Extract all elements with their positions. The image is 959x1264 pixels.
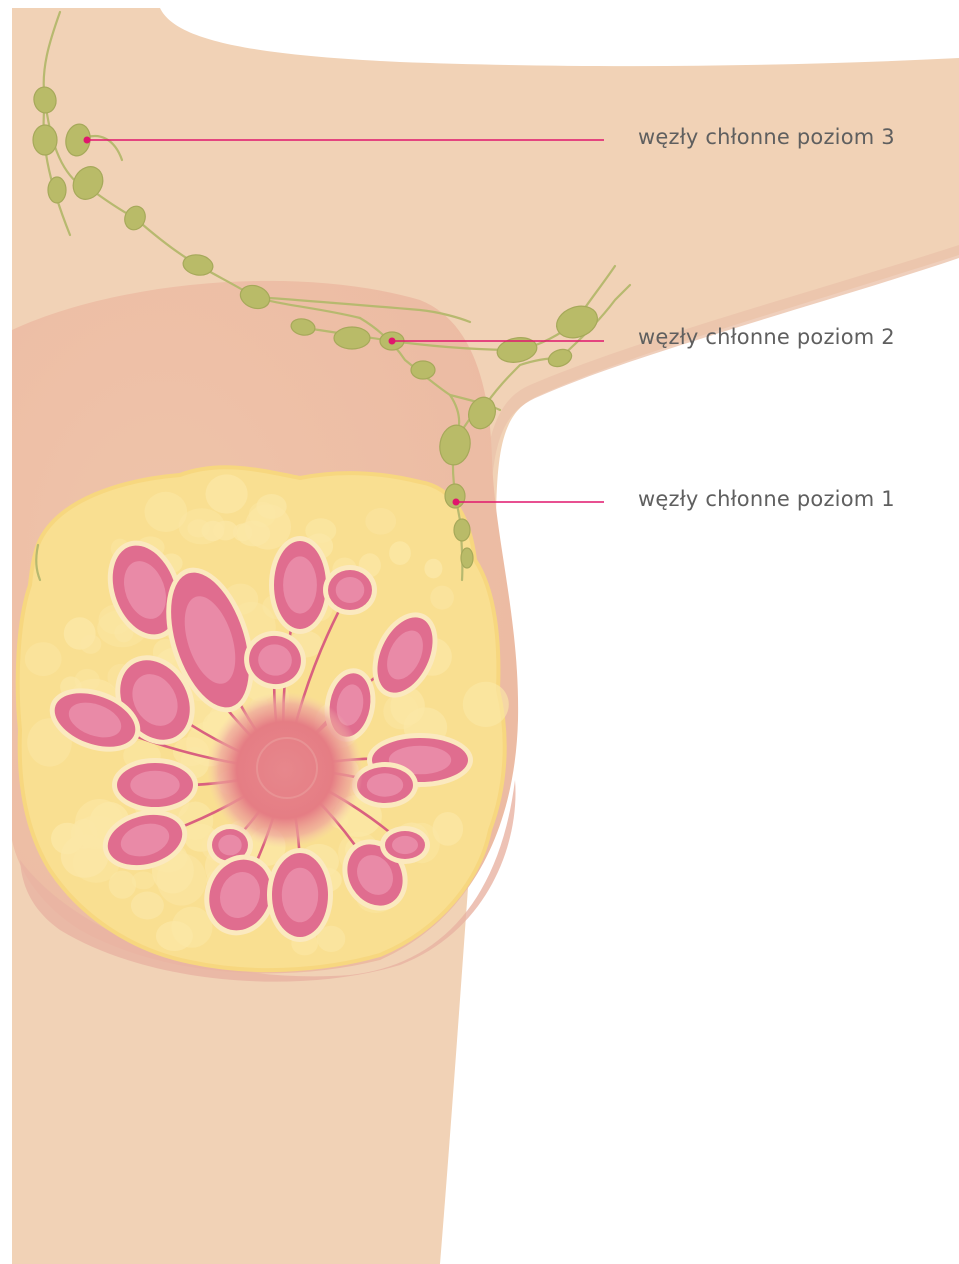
lymph-node [48,177,66,203]
fat-lobule [206,474,248,513]
fat-lobule [131,892,164,920]
lobule-highlight [283,556,317,613]
label-lymph-nodes-level-3: węzły chłonne poziom 3 [638,127,895,148]
fat-lobule [430,586,454,610]
fat-lobule [25,642,62,676]
fat-lobule [424,559,442,579]
fat-lobule [389,541,411,565]
areola [207,692,363,848]
lymph-node [454,519,470,541]
fat-lobule [145,492,188,532]
label-lymph-nodes-level-1: węzły chłonne poziom 1 [638,489,895,510]
fat-lobule [463,682,509,727]
lobule-highlight [130,771,179,800]
fat-lobule [256,494,286,519]
lymph-node [461,548,473,568]
lobule-highlight [367,773,403,796]
fat-lobule [187,519,210,537]
fat-lobule [109,871,136,899]
label-lymph-nodes-level-2: węzły chłonne poziom 2 [638,327,895,348]
lymph-node [334,327,370,349]
lymph-node [411,361,435,379]
fat-lobule [80,635,101,654]
lobule-highlight [392,836,418,854]
fat-lobule [433,812,464,846]
lobule-highlight [218,835,241,856]
lobule-highlight [336,577,365,603]
fat-lobule [237,521,271,547]
lymph-node [33,125,57,155]
fat-lobule [365,508,396,535]
fat-lobule [156,921,193,951]
fat-lobule [61,834,109,877]
lobule-highlight [282,868,318,923]
